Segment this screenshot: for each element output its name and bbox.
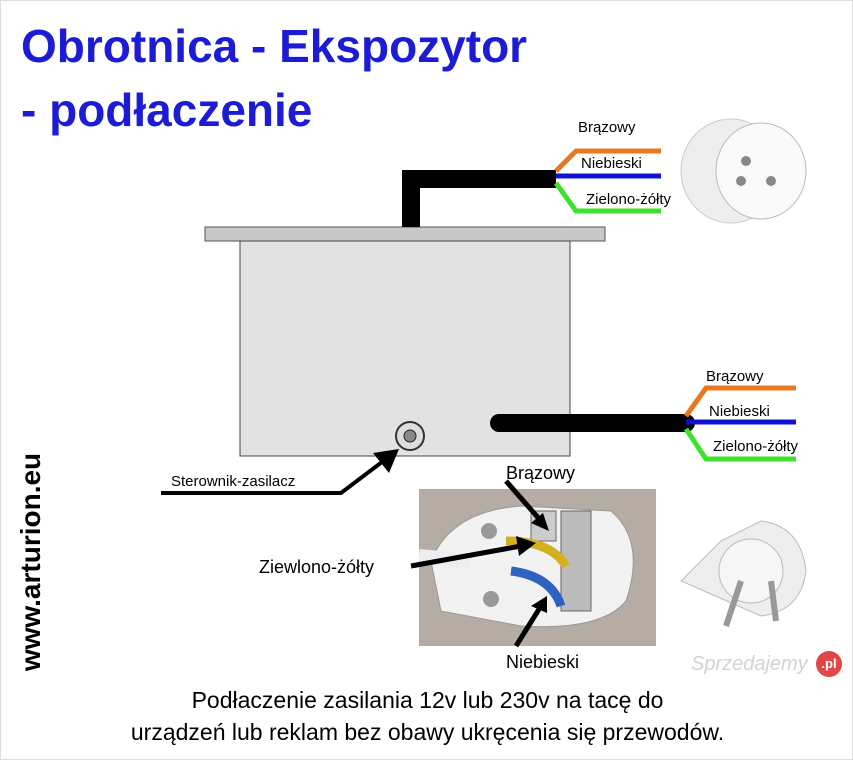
caption-line2: urządzeń lub reklam bez obawy ukręcenia … (130, 719, 725, 745)
caption-line1: Podłaczenie zasilania 12v lub 230v na ta… (191, 687, 664, 713)
controller-label: Sterownik-zasilacz (171, 473, 295, 490)
title-line2: - podłaczenie (21, 84, 313, 136)
controller-socket-hole (403, 429, 417, 443)
controller-arrowhead (373, 449, 399, 473)
arrow-blue (513, 604, 544, 648)
plug-interior-photo (418, 489, 656, 646)
arrowhead-green (516, 536, 536, 556)
top-wire-brown (554, 148, 661, 173)
top-label-brown: Brązowy (578, 119, 636, 136)
top-label-green: Zielono-żółty (586, 191, 672, 208)
right-wire-green (683, 427, 796, 462)
watermark-badge: .pl (816, 651, 842, 677)
right-label-brown: Brązowy (706, 368, 764, 385)
socket-photo (680, 118, 807, 224)
top-wire-green (553, 181, 661, 214)
arrowhead-brown (531, 513, 549, 531)
title-line1: Obrotnica - Ekspozytor (21, 20, 528, 72)
top-cable (402, 170, 556, 227)
photo-label-green: Ziewlono-żółty (259, 557, 374, 577)
photo-label-blue: Niebieski (506, 652, 579, 672)
top-label-blue: Niebieski (581, 155, 642, 172)
right-label-blue: Niebieski (709, 403, 770, 420)
turntable-lid (204, 226, 606, 242)
right-wire-brown (683, 385, 796, 418)
plug-photo (680, 520, 807, 627)
arrowhead-blue (531, 596, 547, 613)
watermark-text: Sprzedajemy (691, 653, 808, 675)
controller-arrow (161, 457, 388, 495)
arrow-brown (504, 479, 543, 523)
right-label-green: Zielono-żółty (713, 438, 799, 455)
website-label: www.arturion.eu (15, 452, 46, 672)
photo-label-brown: Brązowy (506, 463, 575, 483)
arrow-green (410, 543, 522, 569)
